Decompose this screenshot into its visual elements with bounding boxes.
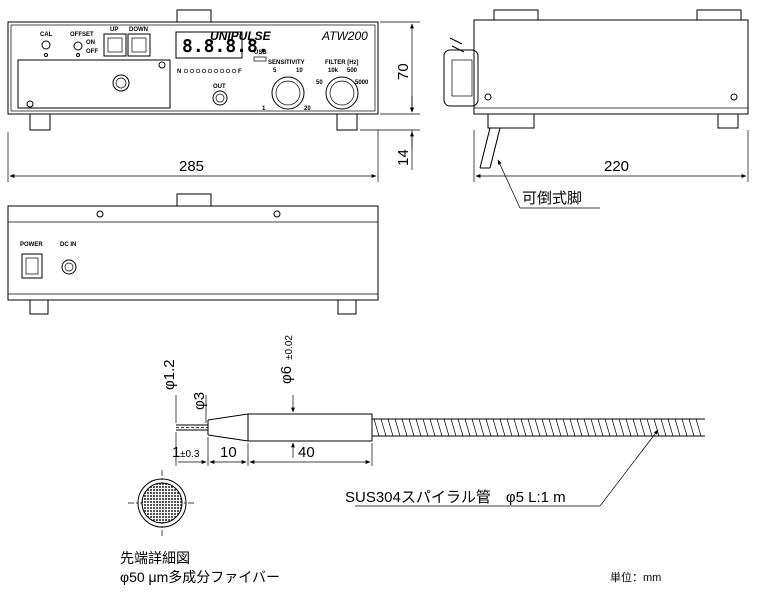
- front-view: CAL OFFSET ON OFF UP DOWN UNIPULSE ATW20…: [7, 9, 379, 131]
- body-diameter: φ6: [278, 366, 295, 384]
- tip-detail-title: 先端詳細図: [120, 550, 190, 566]
- led-display-value: 8.8.8.8.: [182, 36, 269, 57]
- side-view: [443, 9, 749, 169]
- foldable-leg: [487, 113, 535, 129]
- f-label: F: [238, 69, 242, 75]
- front-panel: [7, 21, 379, 115]
- up-button: [103, 33, 127, 57]
- width-dimension: 285: [179, 158, 204, 175]
- cal-indicator-icon: [44, 53, 48, 57]
- neck-diameter: φ3: [191, 392, 208, 410]
- cal-label: CAL: [40, 32, 53, 38]
- foldable-leg-callout: 可倒式脚: [522, 190, 582, 207]
- side-dimensions: 220 可倒式脚: [473, 130, 749, 209]
- side-screw-icon-right: [730, 93, 738, 101]
- power-switch: [21, 253, 43, 279]
- rear-panel: [7, 205, 379, 301]
- front-foot-left: [29, 113, 51, 131]
- offset-label: OFFSET: [70, 32, 94, 38]
- sensor-connector: [112, 74, 130, 92]
- n-label: N: [177, 69, 181, 75]
- front-foot-right: [336, 113, 358, 131]
- model-name: ATW200: [321, 29, 368, 43]
- spiral-tube: [372, 418, 705, 437]
- body-length: 40: [298, 444, 315, 461]
- panel-screw-icon: [26, 100, 34, 108]
- side-foot-right: [717, 113, 739, 129]
- offset-off-label: OFF: [86, 49, 98, 55]
- rear-view: POWER DC IN: [7, 193, 379, 315]
- sensitivity-knob: [271, 76, 305, 110]
- down-label: DOWN: [129, 27, 148, 33]
- tip-diameter: φ1.2: [161, 359, 178, 390]
- sens-scale-5: 5: [273, 68, 277, 74]
- usb-port: [253, 56, 267, 62]
- top-handle: [176, 9, 212, 23]
- unit-note: 単位：mm: [610, 570, 661, 584]
- foot-dimension: 14: [395, 149, 412, 166]
- probe-body: [247, 413, 373, 442]
- rear-foot-left: [29, 299, 49, 315]
- out-connector: [212, 90, 228, 106]
- side-handle-right: [696, 9, 742, 21]
- tube-callout: SUS304スパイラル管 φ5 L:1 m: [345, 489, 566, 506]
- side-screw-icon-left: [484, 93, 492, 101]
- sensor-panel: [17, 59, 171, 109]
- filter-scale-50: 50: [316, 80, 323, 86]
- taper-length: 10: [220, 444, 237, 461]
- filter-scale-10k: 10k: [328, 68, 339, 74]
- sensitivity-label: SENSITIVITY: [268, 60, 305, 66]
- tip-length: 1: [172, 444, 180, 461]
- probe-drawing: φ1.2 φ3 φ6 ±0.02 1 ±0.3 10 40 SUS304スパイラ…: [161, 335, 705, 507]
- depth-dimension: 220: [604, 158, 629, 175]
- offset-on-label: ON: [86, 40, 95, 46]
- tip-detail-outer: [137, 478, 187, 528]
- offset-indicator-icon: [76, 53, 80, 57]
- up-label: UP: [110, 27, 118, 33]
- out-label: OUT: [213, 84, 226, 90]
- side-body: [473, 19, 749, 115]
- rear-foot-right: [337, 299, 357, 315]
- rear-screw-icon-2: [273, 210, 281, 218]
- filter-label: FILTER [Hz]: [325, 60, 359, 66]
- power-label: POWER: [20, 242, 43, 248]
- tip-detail: 先端詳細図 φ50 μm多成分ファイバー: [120, 470, 280, 585]
- usb-label: USB: [254, 50, 267, 56]
- down-button: [127, 33, 151, 57]
- tip-detail-desc: φ50 μm多成分ファイバー: [120, 569, 280, 585]
- probe-taper: [207, 413, 249, 421]
- cal-trimmer: [41, 40, 51, 50]
- led-display: [175, 31, 243, 59]
- height-dimension: 70: [395, 63, 412, 80]
- panel-screw-icon-2: [158, 61, 166, 69]
- filter-scale-500: 500: [347, 68, 358, 74]
- side-front-bezel: [443, 49, 479, 107]
- fiber-bundle: [141, 482, 183, 524]
- level-led-row: [183, 68, 237, 74]
- body-diameter-tol: ±0.02: [284, 335, 295, 360]
- rear-screw-icon-1: [96, 210, 104, 218]
- sens-scale-20: 20: [304, 106, 311, 112]
- filter-scale-5000: 5000: [355, 80, 369, 86]
- filter-knob: [325, 76, 359, 110]
- dcin-label: DC IN: [60, 242, 76, 248]
- front-panel-inner: [10, 24, 376, 112]
- offset-switch: [73, 41, 83, 51]
- side-handle-left: [493, 9, 539, 21]
- dcin-connector: [61, 259, 77, 275]
- sens-scale-1: 1: [262, 106, 266, 112]
- tip-length-tol: ±0.3: [180, 449, 200, 460]
- front-dimensions: 285 70 14: [7, 21, 420, 182]
- sens-scale-10: 10: [296, 68, 303, 74]
- rear-handle: [176, 193, 212, 207]
